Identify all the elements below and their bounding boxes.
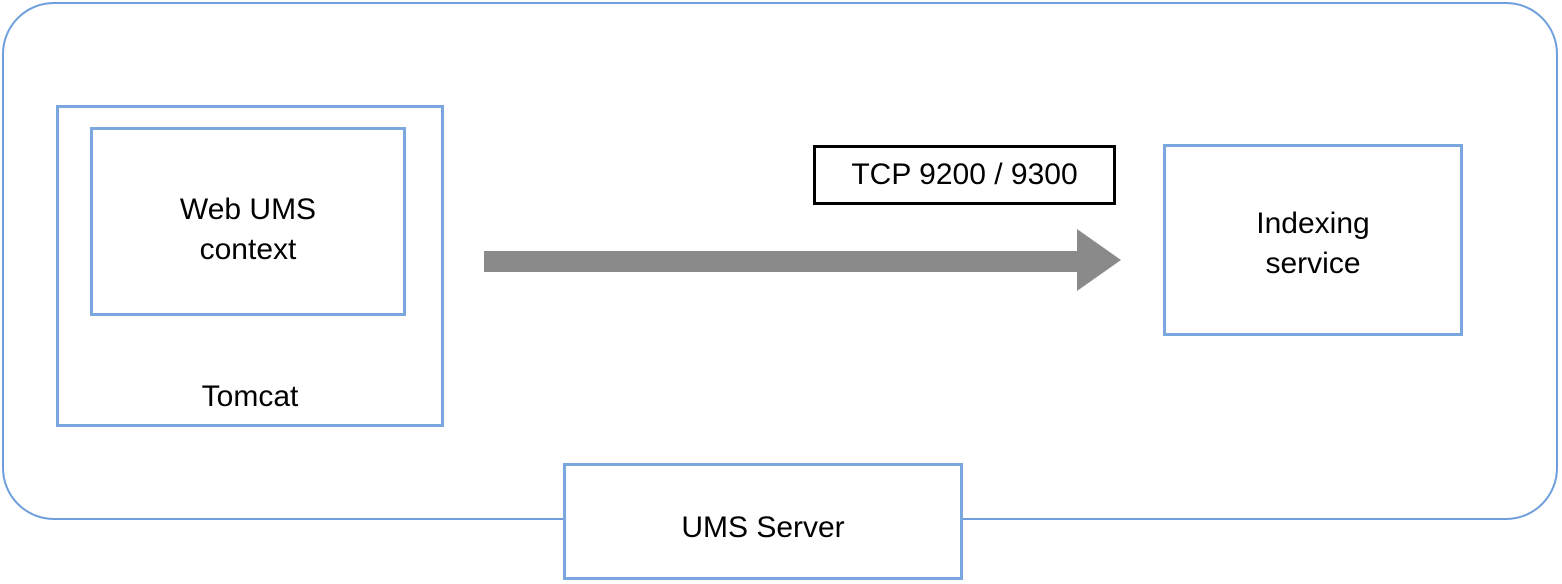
- tcp-port-callout: TCP 9200 / 9300: [813, 145, 1116, 205]
- web-ums-context-label: Web UMS context: [179, 193, 317, 266]
- flow-arrow-icon: [484, 229, 1121, 291]
- indexing-service-box: Indexing service: [1163, 144, 1463, 336]
- indexing-service-label: Indexing service: [1256, 207, 1370, 280]
- ums-server-label: UMS Server: [681, 511, 845, 544]
- web-ums-context-box: Web UMS context: [90, 127, 406, 316]
- ums-server-box: UMS Server: [563, 463, 963, 580]
- tcp-port-label: TCP 9200 / 9300: [851, 158, 1078, 191]
- tomcat-label: Tomcat: [201, 380, 299, 413]
